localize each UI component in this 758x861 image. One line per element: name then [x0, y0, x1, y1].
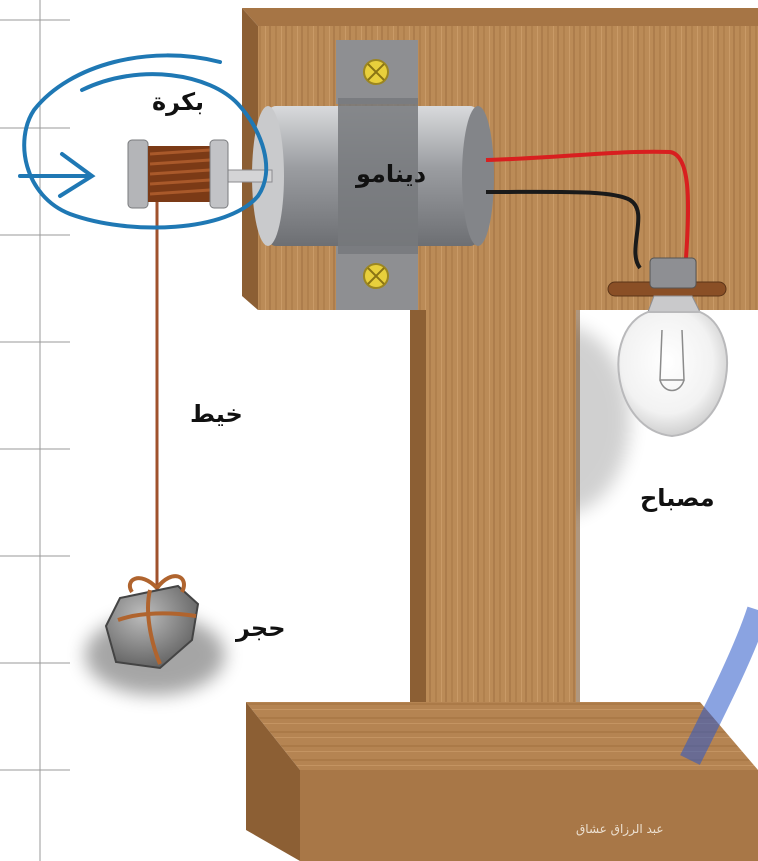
- label-lamp: مصباح: [640, 484, 715, 512]
- pulley: [128, 140, 228, 208]
- credit-text: عبد الرزاق عشاق: [576, 822, 664, 836]
- label-string: خيط: [190, 400, 243, 428]
- label-pulley: بكرة: [152, 88, 204, 116]
- label-stone: حجر: [236, 614, 286, 642]
- notebook-grid: [0, 0, 70, 861]
- label-dynamo: دينامو: [356, 160, 426, 188]
